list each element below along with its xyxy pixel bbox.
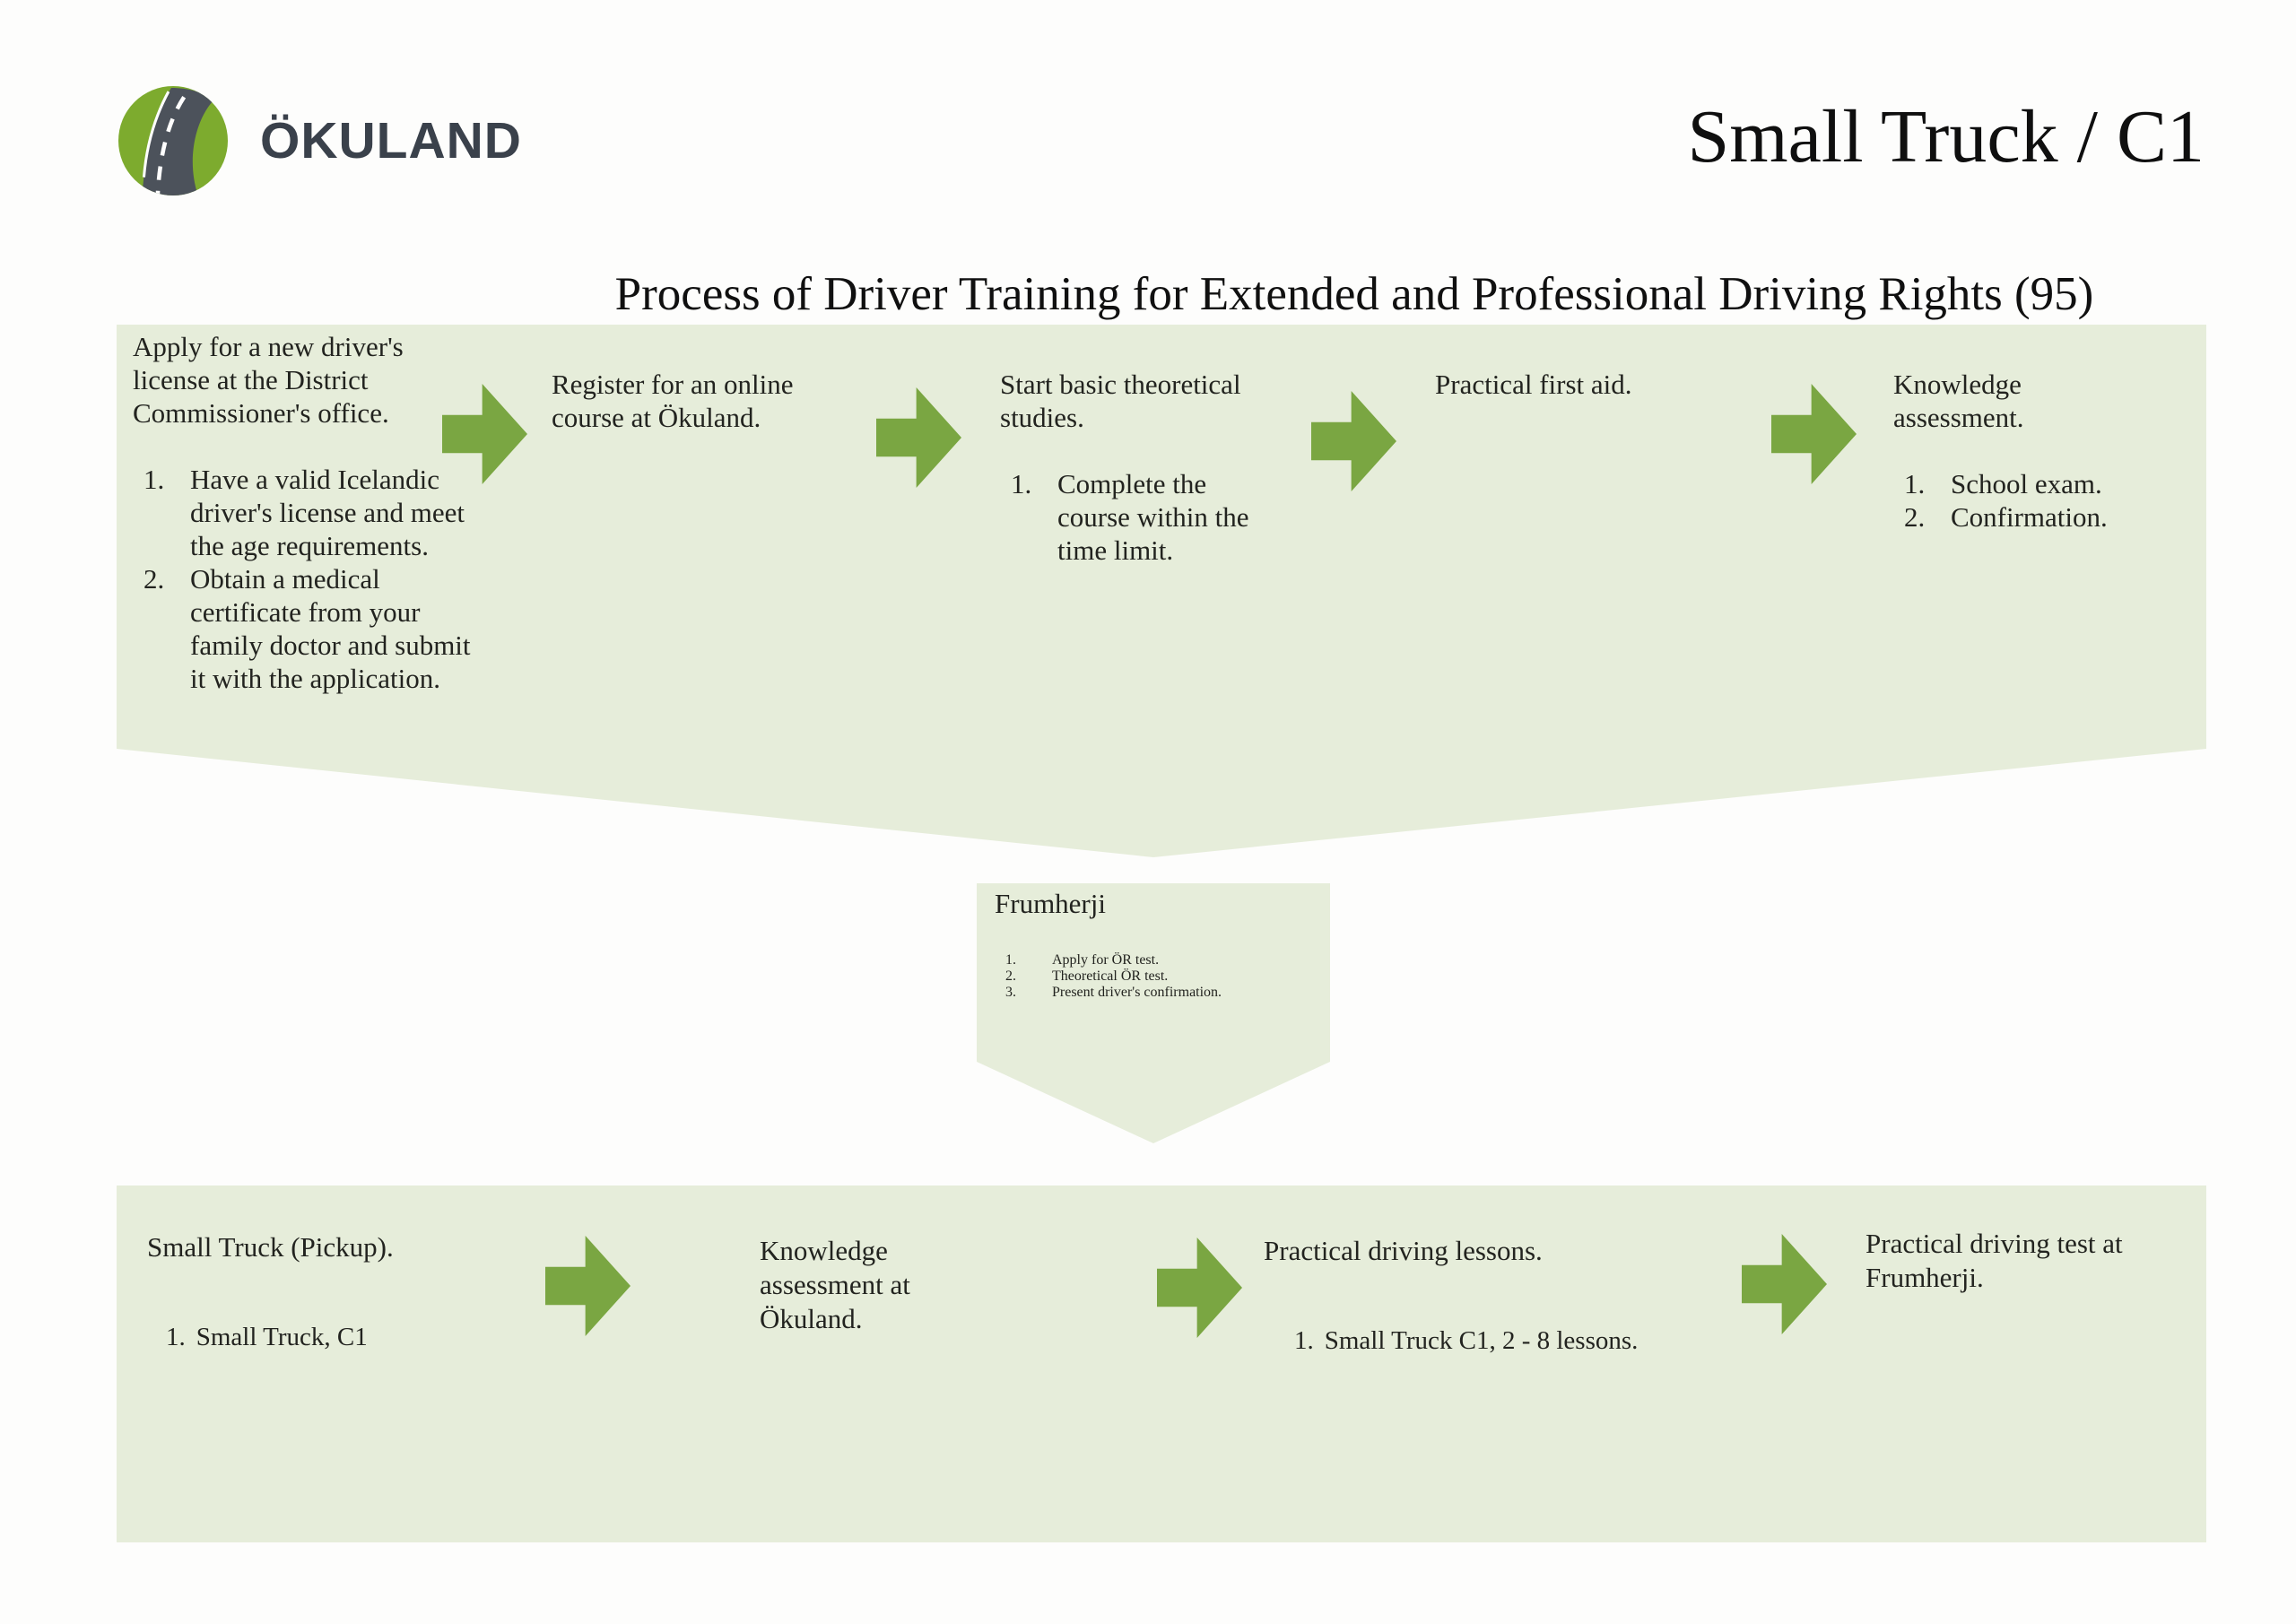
- arrow-right-icon: [876, 387, 961, 488]
- list-text: Small Truck C1, 2 - 8 lessons.: [1324, 1326, 1639, 1355]
- frumherji-box: Frumherji 1. Apply for ÖR test. 2. Theor…: [977, 883, 1330, 1143]
- list-item: 1. Have a valid Icelandic driver's licen…: [144, 463, 479, 562]
- list-item: 1. Apply for ÖR test.: [1005, 952, 1312, 968]
- list-item: 2. Confirmation.: [1904, 500, 2162, 534]
- step-title: Practical first aid.: [1435, 369, 1632, 400]
- list-text: Theoretical ÖR test.: [1052, 968, 1169, 984]
- arrow-right-icon: [1157, 1238, 1242, 1338]
- list-number: 2.: [144, 563, 165, 595]
- process-heading: Process of Driver Training for Extended …: [614, 268, 2094, 320]
- road-circle-icon: [118, 86, 228, 195]
- step-list: 1. School exam. 2. Confirmation.: [1893, 467, 2162, 534]
- brand-logo: ÖKULAND: [118, 86, 522, 195]
- list-text: Confirmation.: [1951, 501, 2108, 533]
- list-number: 2.: [1005, 968, 1016, 984]
- list-text: Small Truck, C1: [196, 1323, 368, 1351]
- top-step-4: Practical first aid.: [1435, 368, 1722, 401]
- top-step-1: Apply for a new driver's license at the …: [133, 330, 479, 695]
- frumherji-title: Frumherji: [995, 888, 1106, 919]
- list-item: 1. Complete the course within the time l…: [1011, 467, 1269, 567]
- bottom-step-4: Practical driving test at Frumherji.: [1866, 1227, 2152, 1295]
- arrow-right-icon: [1771, 384, 1857, 484]
- list-text: Have a valid Icelandic driver's license …: [190, 464, 465, 561]
- top-step-2: Register for an online course at Ökuland…: [552, 368, 862, 434]
- list-number: 1.: [1904, 468, 1926, 499]
- list-text: Present driver's confirmation.: [1052, 985, 1222, 1000]
- list-text: Obtain a medical certificate from your f…: [190, 563, 471, 694]
- bottom-process-band: Small Truck (Pickup). 1. Small Truck, C1…: [117, 1185, 2206, 1542]
- list-item: 1. Small Truck C1, 2 - 8 lessons.: [1294, 1324, 1676, 1357]
- top-step-3: Start basic theoretical studies. 1. Comp…: [1000, 368, 1289, 567]
- arrow-right-icon: [1742, 1234, 1827, 1334]
- step-title: Practical driving test at Frumherji.: [1866, 1228, 2123, 1293]
- top-step-5: Knowledge assessment. 1. School exam. 2.…: [1893, 368, 2162, 534]
- list-number: 1.: [166, 1323, 186, 1351]
- list-text: School exam.: [1951, 468, 2102, 499]
- step-title: Practical driving lessons.: [1264, 1235, 1543, 1266]
- list-item: 2. Theoretical ÖR test.: [1005, 968, 1312, 985]
- list-item: 2. Obtain a medical certificate from you…: [144, 562, 479, 695]
- step-list: 1. Have a valid Icelandic driver's licen…: [133, 463, 479, 695]
- step-title: Small Truck (Pickup).: [147, 1231, 394, 1263]
- list-item: 3. Present driver's confirmation.: [1005, 985, 1312, 1001]
- list-number: 2.: [1904, 501, 1926, 533]
- step-title: Start basic theoretical studies.: [1000, 369, 1241, 433]
- top-process-band: Apply for a new driver's license at the …: [117, 325, 2206, 857]
- arrow-right-icon: [1311, 391, 1396, 491]
- list-text: Apply for ÖR test.: [1052, 952, 1160, 968]
- list-number: 1.: [1294, 1326, 1314, 1355]
- list-item: 1. School exam.: [1904, 467, 2162, 500]
- bottom-step-2: Knowledge assessment at Ökuland.: [760, 1234, 926, 1336]
- frumherji-list: 1. Apply for ÖR test. 2. Theoretical ÖR …: [995, 952, 1312, 1001]
- page-title: Small Truck / C1: [1687, 95, 2205, 178]
- step-title: Knowledge assessment.: [1893, 369, 2024, 433]
- bottom-step-3: Practical driving lessons. 1. Small Truc…: [1264, 1234, 1676, 1357]
- bottom-step-1: Small Truck (Pickup). 1. Small Truck, C1: [147, 1230, 533, 1353]
- list-number: 1.: [1011, 468, 1032, 499]
- step-list: 1. Complete the course within the time l…: [1000, 467, 1269, 567]
- brand-name: ÖKULAND: [260, 112, 522, 169]
- step-title: Knowledge assessment at Ökuland.: [760, 1235, 910, 1334]
- list-number: 3.: [1005, 985, 1016, 1000]
- list-item: 1. Small Truck, C1: [166, 1321, 533, 1353]
- list-text: Complete the course within the time limi…: [1057, 468, 1249, 566]
- step-title: Apply for a new driver's license at the …: [133, 331, 404, 429]
- list-number: 1.: [1005, 952, 1016, 968]
- step-title: Register for an online course at Ökuland…: [552, 369, 794, 433]
- arrow-right-icon: [545, 1236, 631, 1336]
- list-number: 1.: [144, 464, 165, 495]
